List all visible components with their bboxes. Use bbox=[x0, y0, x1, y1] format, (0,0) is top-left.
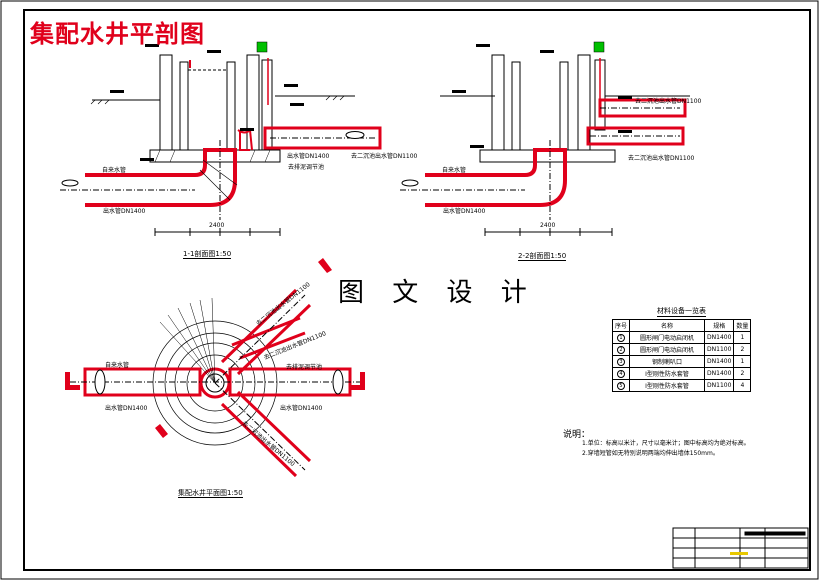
s2-to-secondary-1: 去二沉池出水管DN1100 bbox=[635, 98, 702, 105]
s1-overflow-label: 去排泥调节池 bbox=[288, 164, 325, 171]
plan-inlet-label: 自来水管 bbox=[105, 362, 130, 369]
row-name: 圆形闸门电动启闭机 bbox=[629, 343, 706, 356]
plan-outlet-label: 出水管DN1400 bbox=[105, 405, 148, 412]
header-no: 序号 bbox=[611, 319, 631, 332]
plan-outlet-label-right: 出水管DN1400 bbox=[280, 405, 323, 412]
s1-outlet-label: 出水管DN1400 bbox=[103, 208, 146, 215]
row-qty: 1 bbox=[733, 331, 752, 344]
header-name: 名称 bbox=[629, 319, 706, 332]
s2-dimension: 2400 bbox=[540, 222, 556, 229]
row-qty: 4 bbox=[733, 379, 752, 392]
s2-caption: 2-2剖面图1:50 bbox=[518, 252, 567, 261]
row-name: I型刚性防水套管 bbox=[629, 367, 706, 380]
row-spec: DN1400 bbox=[704, 331, 735, 344]
table-row: 5 I型刚性防水套管 DN1100 4 bbox=[611, 379, 752, 392]
row-qty: 2 bbox=[733, 343, 752, 356]
plan-caption: 集配水井平面图1:50 bbox=[178, 489, 243, 498]
s2-outlet-label: 出水管DN1400 bbox=[443, 208, 486, 215]
title-block bbox=[672, 527, 809, 569]
plan-view-drawing bbox=[65, 258, 365, 478]
s1-caption: 1-1剖面图1:50 bbox=[183, 250, 232, 259]
section-1-1-drawing bbox=[60, 41, 382, 236]
row-name: I型刚性防水套管 bbox=[629, 379, 706, 392]
s1-inlet-label: 自来水管 bbox=[102, 167, 127, 174]
material-table: 序号 名称 规格 数量 1 圆形闸门电动启闭机 DN1400 1 2 圆形闸门电… bbox=[611, 319, 752, 392]
row-name: 圆形闸门电动启闭机 bbox=[629, 331, 706, 344]
row-spec: DN1400 bbox=[704, 355, 735, 368]
s2-inlet-label: 自来水管 bbox=[442, 167, 467, 174]
row-number: 4 bbox=[617, 369, 625, 378]
table-row: 4 I型刚性防水套管 DN1400 2 bbox=[611, 367, 752, 380]
row-name: 钢制喇叭口 bbox=[629, 355, 706, 368]
s1-dimension: 2400 bbox=[209, 222, 225, 229]
inner-border bbox=[23, 9, 811, 571]
row-number: 3 bbox=[617, 357, 625, 366]
s1-outlet-label-2: 出水管DN1400 bbox=[287, 153, 330, 160]
table-row: 2 圆形闸门电动启闭机 DN1100 2 bbox=[611, 343, 752, 356]
notes-heading: 说明： bbox=[563, 430, 591, 440]
row-qty: 2 bbox=[733, 367, 752, 380]
section-2-2-drawing bbox=[400, 41, 690, 236]
row-number: 5 bbox=[617, 381, 625, 390]
drawing-title: 集配水井平剖图 bbox=[30, 19, 205, 48]
s1-to-secondary-label: 去二沉池出水管DN1100 bbox=[351, 153, 418, 160]
brand-watermark: 图 文 设 计 bbox=[336, 272, 539, 309]
row-number: 1 bbox=[617, 333, 625, 342]
note-item: 2.穿墙短管如无特别说明两端均伸出墙体150mm。 bbox=[582, 450, 719, 457]
note-item: 1.单位：标高以米计，尺寸以毫米计；图中标高均为绝对标高。 bbox=[582, 440, 750, 447]
table-header-row: 序号 名称 规格 数量 bbox=[611, 319, 752, 332]
header-spec: 规格 bbox=[704, 319, 735, 332]
row-number: 2 bbox=[617, 345, 625, 354]
plan-overflow-label: 去排泥调节池 bbox=[286, 364, 323, 371]
header-qty: 数量 bbox=[733, 319, 752, 332]
table-row: 3 钢制喇叭口 DN1400 1 bbox=[611, 355, 752, 368]
material-table-title: 材料设备一览表 bbox=[657, 307, 706, 317]
row-spec: DN1400 bbox=[704, 367, 735, 380]
row-spec: DN1100 bbox=[704, 343, 735, 356]
row-qty: 1 bbox=[733, 355, 752, 368]
s2-to-secondary-2: 去二沉池出水管DN1100 bbox=[628, 155, 695, 162]
table-row: 1 圆形闸门电动启闭机 DN1400 1 bbox=[611, 331, 752, 344]
row-spec: DN1100 bbox=[704, 379, 735, 392]
